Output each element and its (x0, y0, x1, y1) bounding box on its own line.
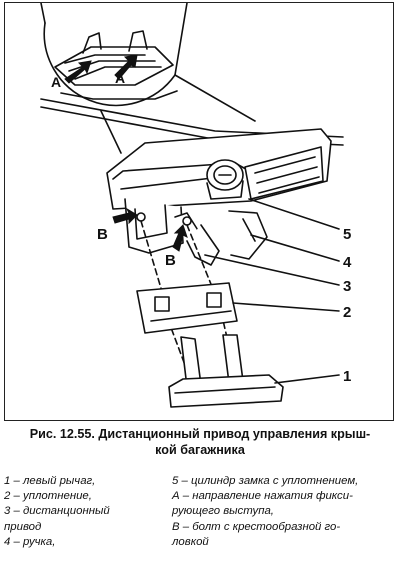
legend-item: 3 – дистанционный (4, 505, 110, 518)
callout-a-left: A (51, 74, 61, 90)
legend-right-column: 5 – цилиндр замка с уплотнением, А – нап… (172, 474, 398, 550)
arrow-a-right-icon (114, 54, 138, 80)
legend-left-column: 1 – левый рычаг, 2 – уплотнение, 3 – дис… (4, 474, 172, 550)
callout-3: 3 (343, 278, 351, 295)
figure-caption: Рис. 12.55. Дистанционный привод управле… (0, 426, 400, 458)
legend-item: рующего выступа, (172, 505, 274, 518)
callout-5: 5 (343, 226, 351, 243)
callout-a-right: A (115, 70, 125, 86)
detail-circle (43, 22, 176, 107)
caption-line-1: Рис. 12.55. Дистанционный привод управле… (29, 427, 371, 441)
callout-4: 4 (343, 254, 352, 271)
seal-drawing (136, 282, 238, 334)
legend-item: ловкой (172, 535, 209, 548)
legend-item: А – направление нажатия фикси- (172, 490, 353, 503)
callout-2: 2 (343, 304, 351, 321)
arrow-a-left-icon (64, 60, 92, 84)
arrow-b-left-icon (112, 207, 138, 225)
legend-item: 5 – цилиндр замка с уплотнением, (172, 475, 359, 487)
exploded-view-drawing: A A B B 5 4 3 2 1 (40, 3, 352, 408)
legend-item: 2 – уплотнение, (4, 490, 92, 503)
callout-b-right: B (165, 252, 176, 269)
caption-line-2: кой багажника (155, 443, 245, 457)
legend-item: 4 – ручка, (4, 535, 56, 548)
callout-b-left: B (97, 226, 108, 243)
callout-1: 1 (343, 368, 351, 385)
legend-item: В – болт с крестообразной го- (172, 520, 341, 533)
arrow-b-right-icon (172, 224, 188, 252)
legend-item: 1 – левый рычаг, (4, 475, 96, 487)
latch-right-drawing (128, 30, 148, 52)
left-lever-drawing (168, 374, 284, 408)
technical-illustration: A A B B 5 4 3 2 1 (4, 2, 394, 421)
legend-item: привод (4, 520, 42, 533)
latch-left-drawing (82, 32, 102, 54)
